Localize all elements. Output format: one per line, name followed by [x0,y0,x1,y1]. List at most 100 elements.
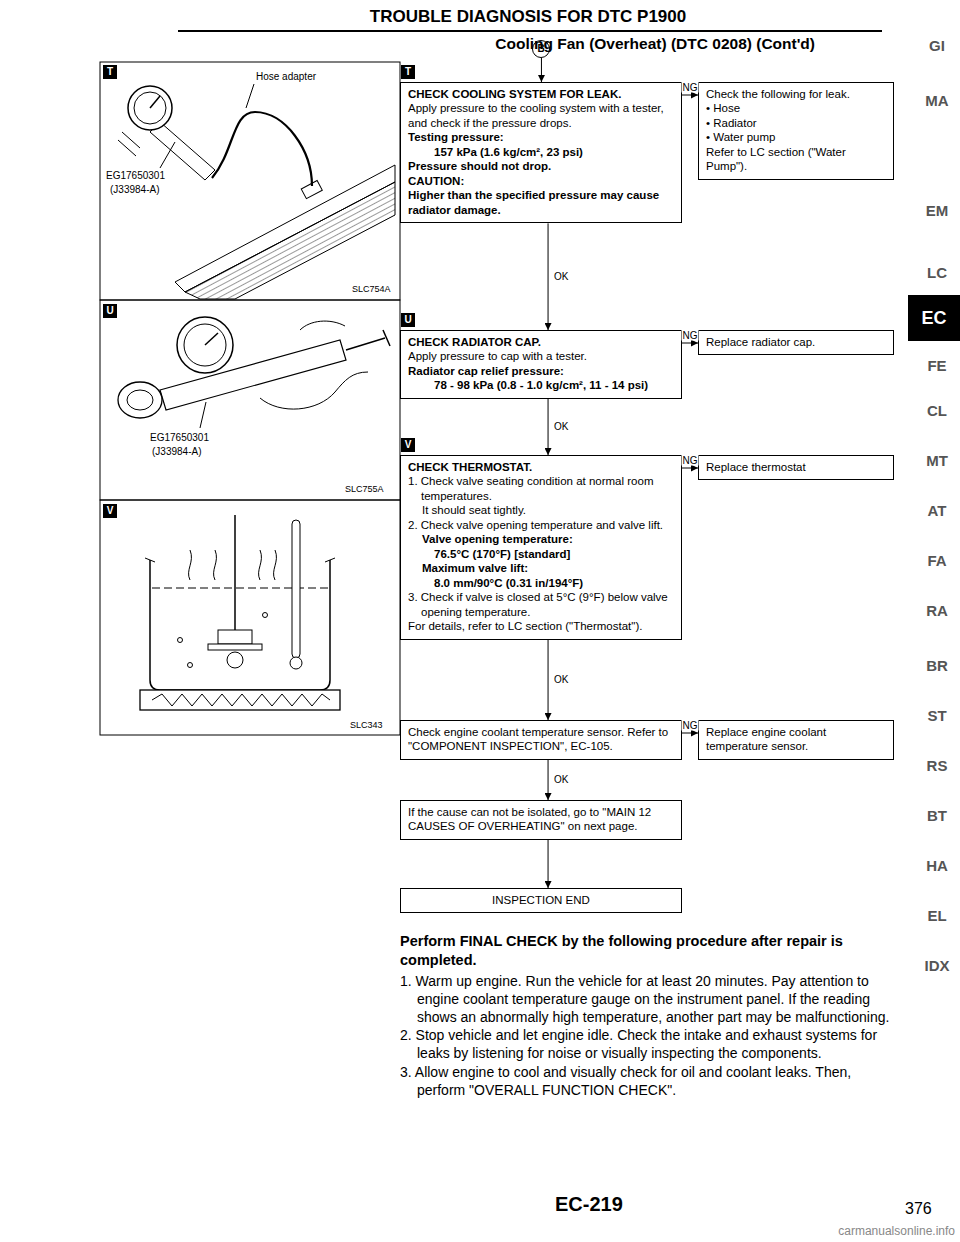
node-text: Check engine coolant temperature sensor.… [408,725,674,754]
section-tab-label: MT [926,452,948,469]
final-check: Perform FINAL CHECK by the following pro… [400,932,898,1099]
water-level [152,588,328,589]
beaker [150,560,330,690]
callout-letter: U [401,313,415,327]
gauge-needle [205,333,218,345]
section-tab: EC [908,295,960,341]
node-text: Refer to LC section ("Water Pump"). [706,145,886,174]
section-tab-label: ST [927,707,946,724]
node-text: 8.0 mm/90°C (0.31 in/194°F) [408,576,674,590]
branch-label: OK [553,421,569,432]
section-tab-label: GI [929,37,945,54]
action-box: Replace thermostat [698,455,894,480]
page-code: EC-219 [555,1193,623,1216]
procedure-step: 3. Allow engine to cool and visually che… [400,1063,898,1099]
flow-arrow [548,399,549,455]
branch-label: NG [682,330,699,341]
flow-arrow [682,733,698,734]
node-text: 3. Check if valve is closed at 5°C (9°F)… [408,590,674,619]
node-text: Apply pressure to cap with a tester. [408,349,674,363]
callout-letter: V [401,438,415,452]
figure-code: SLC755A [345,484,384,494]
beaker-lip [145,558,335,562]
flow-arrow [548,760,549,800]
node-text: CHECK COOLING SYSTEM FOR LEAK. [408,87,674,101]
section-tab-label: FA [927,552,946,569]
figure-frame [100,500,400,735]
section-tab-label: RA [926,602,948,619]
node-text: CHECK THERMOSTAT. [408,460,674,474]
section-tab-label: AT [928,502,947,519]
check-box: CHECK THERMOSTAT.1. Check valve seating … [400,455,682,640]
hanging-wire [234,515,236,630]
action-box: Check the following for leak.• Hose• Rad… [698,82,894,180]
header-rule [178,30,882,32]
section-tab-label: EM [926,202,949,219]
hose [212,112,312,186]
node-text: Maximum valve lift: [408,561,674,575]
branch-label: OK [553,774,569,785]
thermometer-bulb [290,657,302,669]
check-box: Check engine coolant temperature sensor.… [400,720,682,760]
bubble [178,638,183,643]
figure-frame [100,62,400,300]
flow-arrow [548,223,549,330]
node-text: Apply pressure to the cooling system wit… [408,101,674,130]
node-text: CAUTION: [408,174,674,188]
node-text: INSPECTION END [408,893,674,907]
page-title: TROUBLE DIAGNOSIS FOR DTC P1900 [370,7,686,27]
hand-outline [260,321,368,409]
flow-arrow [541,58,542,82]
flow-arrow [548,840,549,888]
node-text: EC [921,307,946,330]
node-text: For details, refer to LC section ("Therm… [408,619,674,633]
pressure-gauge [177,317,233,373]
node-text: 2. Check valve opening temperature and v… [408,518,674,532]
node-text: 157 kPa (1.6 kg/cm², 23 psi) [408,145,674,159]
callout-letter: T [401,65,415,79]
callout-letter: V [103,504,117,518]
gauge-needle [150,96,160,108]
callout-letter: T [103,65,117,79]
flow-arrow [682,95,698,96]
heater [140,690,340,710]
section-tab-label: HA [926,857,948,874]
branch-label: OK [553,674,569,685]
node-text: It should seat tightly. [408,503,674,517]
tool-number: (J33984-A) [152,446,201,457]
section-tab-label: BR [926,657,948,674]
node-text: Replace engine coolant temperature senso… [706,725,886,754]
cap-ring [127,390,153,410]
gauge-dial [134,92,166,124]
tool-number: EG17650301 [106,170,165,181]
figure-code: SLC343 [350,720,383,730]
node-text: CHECK RADIATOR CAP. [408,335,674,349]
thermometer [292,520,300,658]
node-text: Testing pressure: [408,130,674,144]
bubble [188,663,193,668]
node-text: 1. Check valve seating condition at norm… [408,474,674,503]
part-name: Hose adapter [256,71,316,82]
section-tab-label: EL [927,907,946,924]
action-box: Replace radiator cap. [698,330,894,355]
bubble [263,613,268,618]
node-text: Valve opening temperature: [408,532,674,546]
section-tab-label: FE [927,357,946,374]
node-text: 78 - 98 kPa (0.8 - 1.0 kg/cm², 11 - 14 p… [408,378,674,392]
node-text: Replace radiator cap. [706,335,886,349]
subtitle: Cooling Fan (Overheat) (DTC 0208) (Cont'… [495,35,815,53]
radiator-cap [118,382,162,418]
node-text: • Radiator [706,116,886,130]
branch-label: OK [553,271,569,282]
tester-handle [118,132,140,156]
thermostat-flange [208,644,262,650]
check-box: CHECK COOLING SYSTEM FOR LEAK.Apply pres… [400,82,682,223]
leader-line [246,84,254,108]
branch-label: NG [682,82,699,93]
radiator-core [185,182,395,299]
section-tab-label: IDX [924,957,949,974]
flow-arrow [682,343,698,344]
final-check-heading: Perform FINAL CHECK by the following pro… [400,932,898,970]
heating-coil [152,694,330,706]
